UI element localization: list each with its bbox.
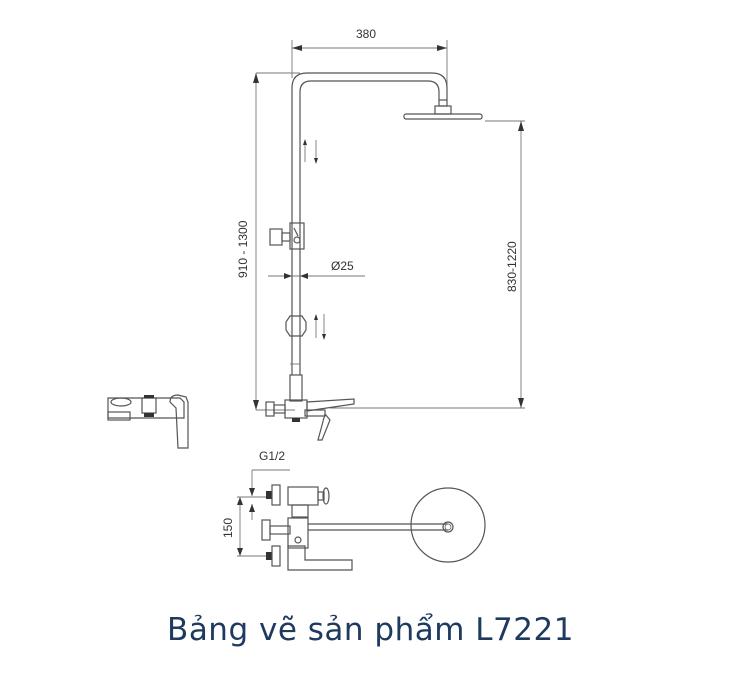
dimension-label-left: 910 - 1300 xyxy=(236,220,250,278)
dimension-label-thread: G1/2 xyxy=(259,449,285,463)
dimension-right-height: 830-1220 xyxy=(330,120,525,409)
dimension-top-width: 380 xyxy=(291,27,448,100)
dimension-inlet-spacing: 150 xyxy=(221,496,270,557)
riser-connector xyxy=(285,315,307,365)
dimension-thread: G1/2 xyxy=(249,449,290,520)
dimension-label-spacing: 150 xyxy=(221,518,235,538)
dimension-label-diameter: Ø25 xyxy=(331,259,354,273)
slider-holder xyxy=(269,222,305,250)
dimension-label-top: 380 xyxy=(356,27,376,41)
shower-head xyxy=(403,99,483,120)
dimension-pipe-diameter: Ø25 xyxy=(268,259,365,279)
dimension-label-right: 830-1220 xyxy=(505,241,519,292)
technical-drawing: 380 910 - 1300 830-1220 xyxy=(107,27,525,571)
dimension-left-height: 910 - 1300 xyxy=(236,72,300,411)
mixer-side-view xyxy=(107,394,189,449)
mixer-plan-view xyxy=(261,484,448,571)
drawing-caption: Bảng vẽ sản phẩm L7221 xyxy=(167,612,574,648)
shower-riser xyxy=(291,72,448,375)
mixer-elevation xyxy=(265,374,355,441)
shower-head-plan xyxy=(410,487,486,563)
